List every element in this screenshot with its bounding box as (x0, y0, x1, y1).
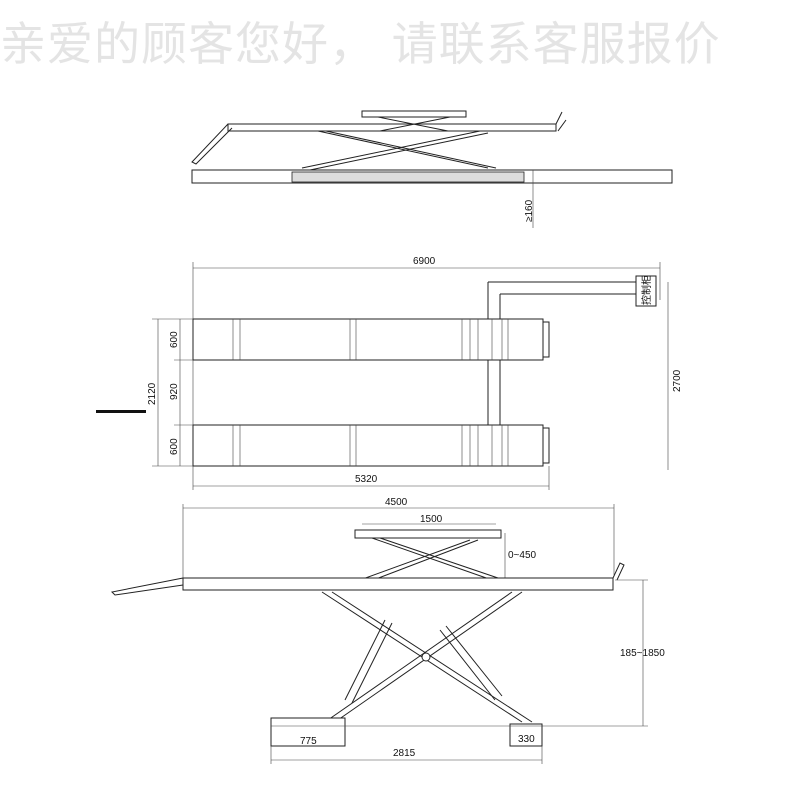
dim-4500: 4500 (385, 497, 408, 508)
top-stop (555, 111, 567, 132)
dim-6900: 6900 (413, 256, 436, 267)
dim-330: 330 (518, 734, 535, 745)
stop-bottom (543, 427, 550, 464)
top-arm-b (317, 130, 497, 169)
top-arm-a (301, 130, 489, 171)
dim-5320: 5320 (355, 474, 378, 485)
dim-2815: 2815 (393, 748, 416, 759)
control-box (635, 275, 657, 307)
secondary-platform (354, 529, 502, 539)
base-left (270, 717, 346, 747)
dim-0-450: 0~450 (508, 550, 537, 561)
dim-920: 920 (169, 383, 180, 400)
pit-depth-label: ≥160 (524, 199, 535, 222)
top-platform (227, 123, 557, 132)
stop-top (543, 321, 550, 358)
main-ramp (110, 577, 184, 596)
marker-bar (96, 410, 146, 413)
platform-bottom (192, 424, 544, 467)
secondary-arm-a (371, 537, 499, 581)
dim-600-bottom: 600 (169, 438, 180, 455)
main-platform (182, 577, 614, 591)
dim-2120: 2120 (147, 382, 158, 405)
platform-top-sections (232, 319, 509, 360)
pit-fill (291, 171, 525, 183)
top-ramp (191, 123, 233, 165)
dim-2700: 2700 (672, 369, 683, 392)
platform-bottom-sections (232, 425, 509, 466)
base-right (509, 723, 543, 747)
platform-top (192, 318, 544, 361)
plan-view: 6900 控制柜 2700 2120 (96, 256, 683, 490)
watermark-text: 亲爱的顾客您好， 请联系客服报价 (0, 17, 721, 68)
side-view: 4500 1500 0~450 (110, 497, 665, 764)
dim-185-1850: 185~1850 (620, 648, 665, 659)
top-inner-arms (377, 116, 451, 132)
control-box-label: 控制柜 (640, 275, 653, 305)
pivot-pin (421, 652, 431, 662)
top-elevation: ≥160 (191, 110, 673, 228)
cylinder-right (439, 625, 503, 701)
crossbeam (487, 359, 501, 426)
dim-775: 775 (300, 736, 317, 747)
cylinder-left (344, 619, 393, 704)
dim-1500: 1500 (420, 514, 443, 525)
dim-600-top: 600 (169, 331, 180, 348)
main-stop (612, 562, 625, 581)
top-secondary-platform (361, 110, 467, 118)
secondary-arm-b (359, 539, 479, 583)
